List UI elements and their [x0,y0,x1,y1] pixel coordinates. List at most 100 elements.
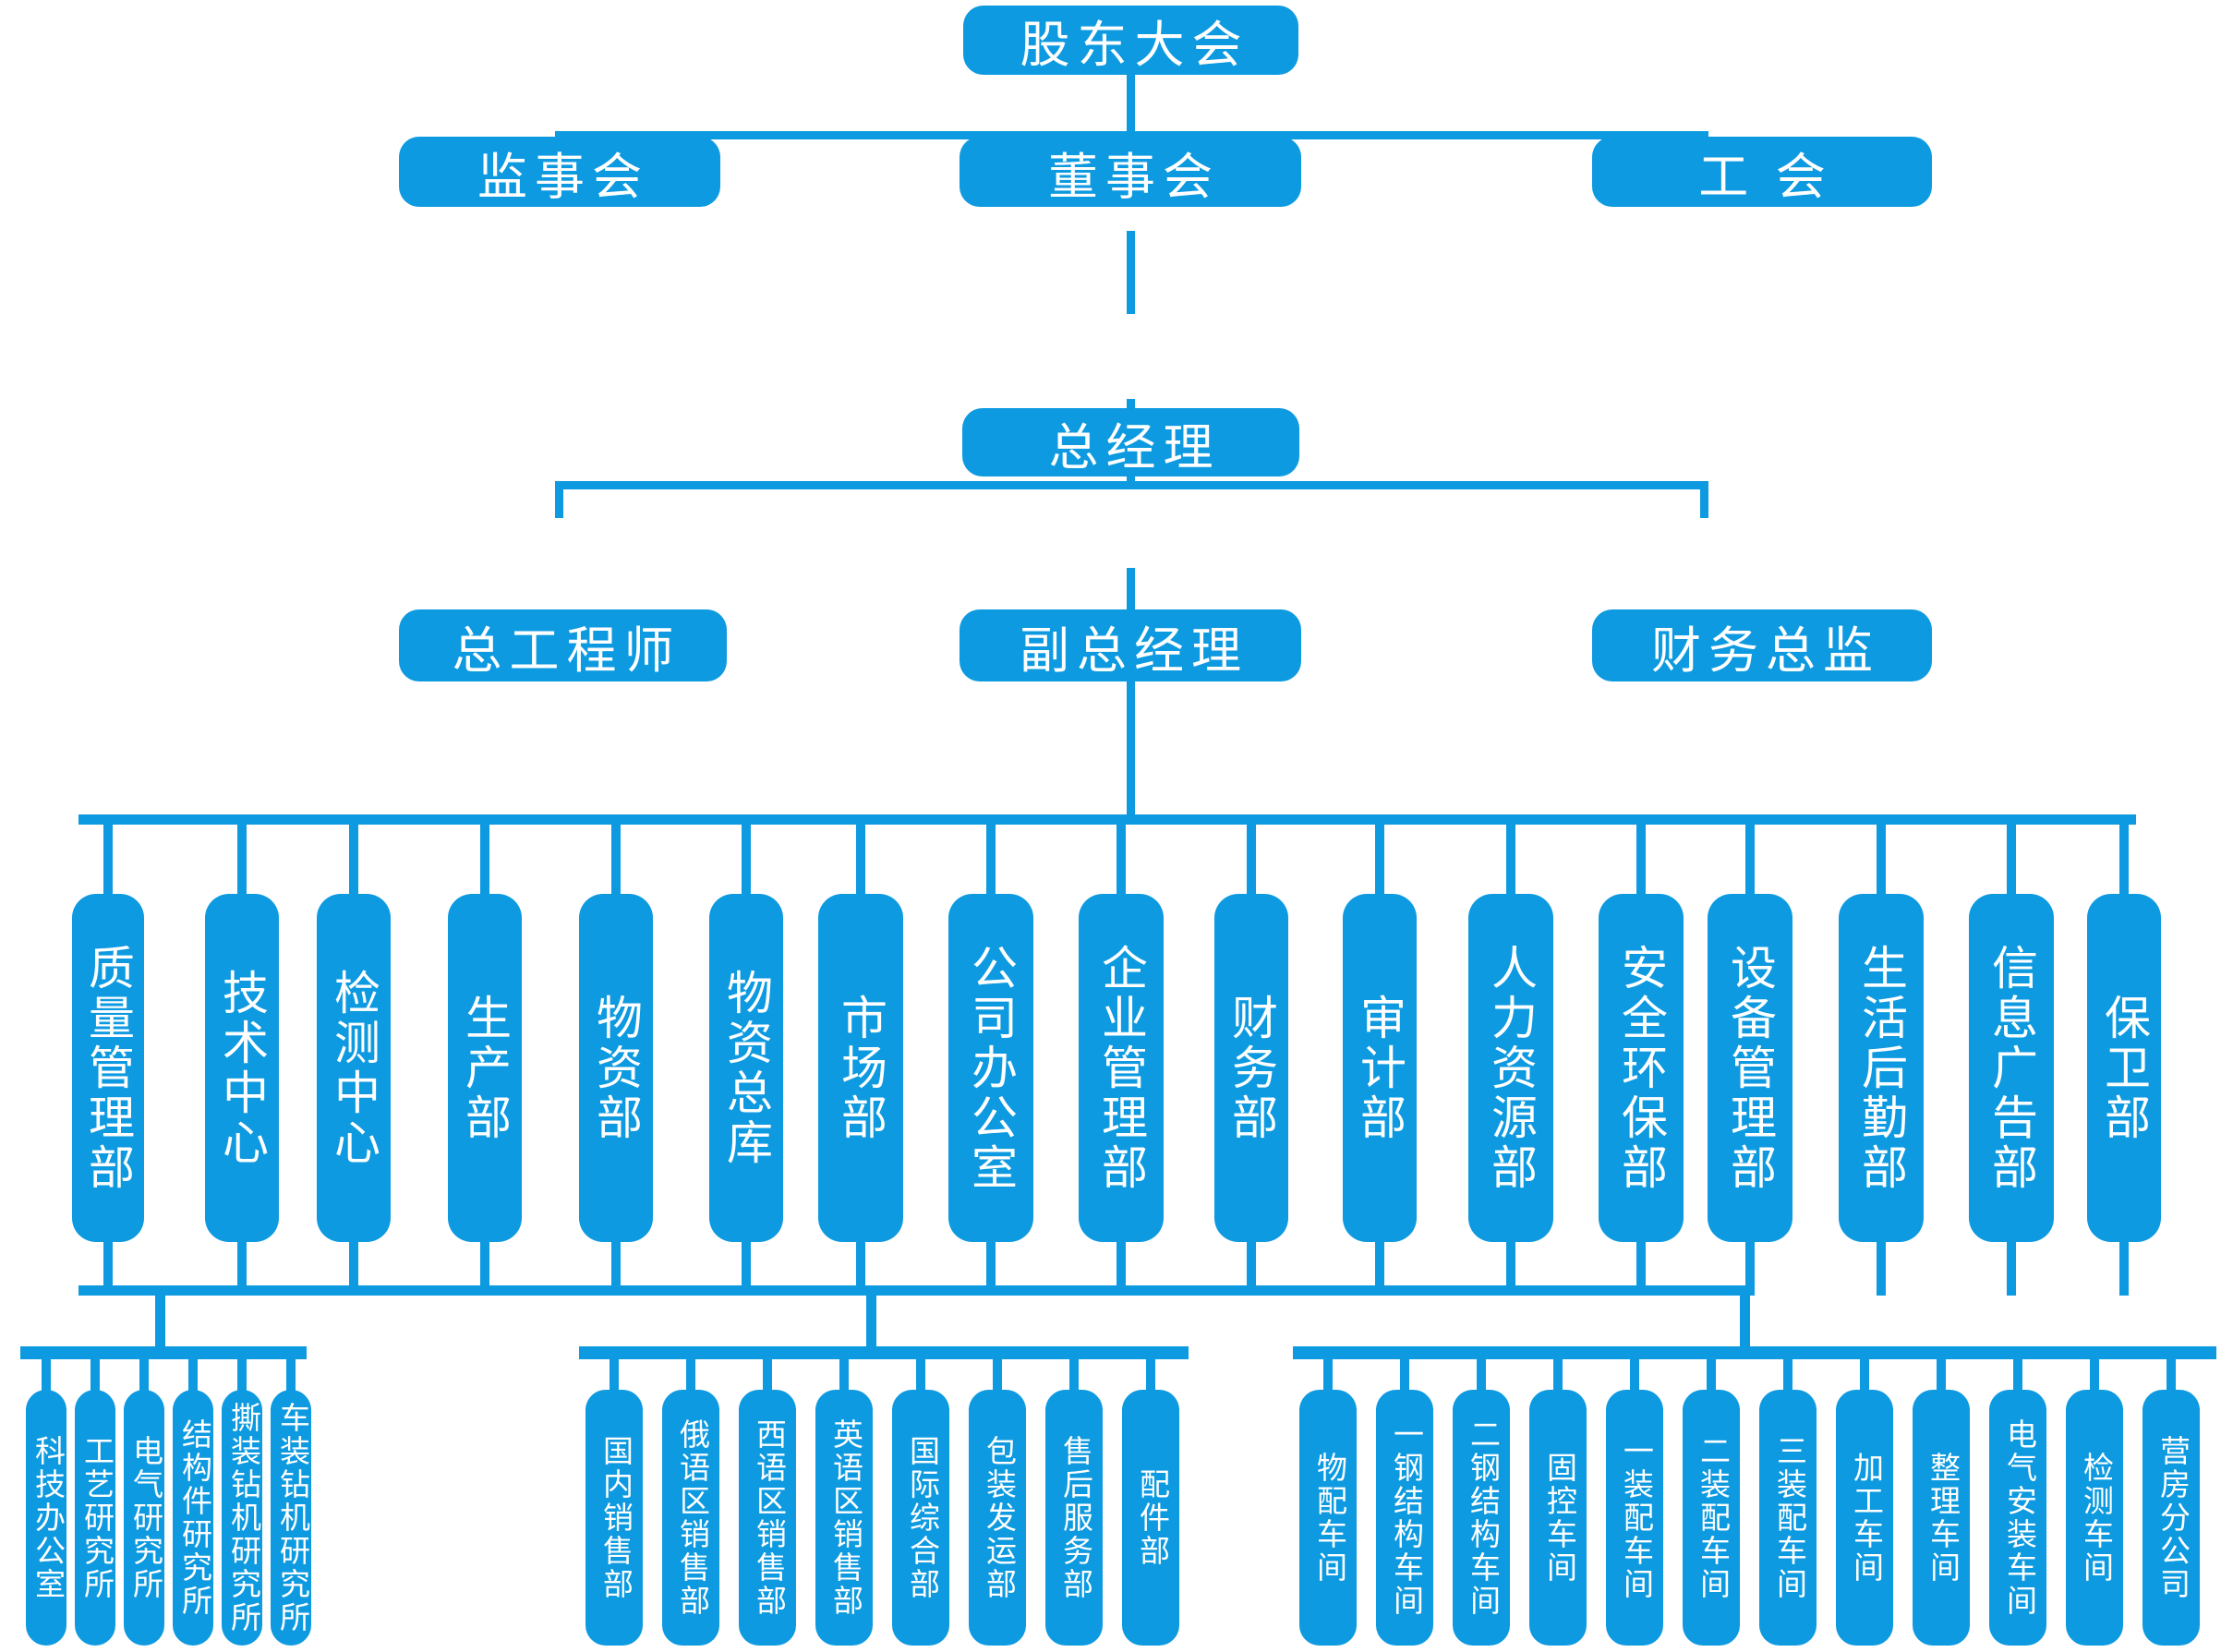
connector-dept-stem-bottom [480,1242,489,1296]
node-department-production[interactable]: 生产部 [448,894,522,1242]
node-russian-sales[interactable]: 俄语区销售部 [662,1390,719,1646]
node-truck-rig-institute[interactable]: 车装钻机研究所 [271,1390,311,1646]
node-after-sales-service[interactable]: 售后服务部 [1045,1390,1103,1646]
node-sci-tech-office[interactable]: 科技办公室 [26,1390,66,1646]
connector-dept-stem-bottom [2007,1242,2016,1296]
connector-dept-stem-top [1636,814,1646,894]
node-department-technology-center[interactable]: 技术中心 [205,894,279,1242]
node-process-institute[interactable]: 工艺研究所 [75,1390,115,1646]
node-department-testing-center[interactable]: 检测中心 [317,894,391,1242]
connector-departments-bus [78,814,2136,825]
connector-dept-stem-bottom [742,1242,751,1296]
connector-dept-stem-top [1745,814,1755,894]
connector-leaf-stem-production [1323,1346,1333,1395]
node-department-audit[interactable]: 审计部 [1343,894,1417,1242]
node-international-general[interactable]: 国际综合部 [892,1390,949,1646]
node-department-equipment-management[interactable]: 设备管理部 [1708,894,1792,1242]
connector-leaf-stem-tech [42,1346,51,1395]
node-department-marketing[interactable]: 市场部 [818,894,903,1242]
connector-tech-group-stem [155,1285,165,1353]
connector-l4-drop-left [555,481,563,518]
node-department-materials[interactable]: 物资部 [579,894,653,1242]
connector-leaf-stem-market [1069,1346,1079,1395]
node-material-distribution-workshop[interactable]: 物配车间 [1299,1390,1357,1646]
connector-dept-stem-bottom [1116,1242,1126,1296]
connector-dept-stem-top [1506,814,1515,894]
connector-production-group-bus [1293,1346,2216,1359]
connector-dept-stem-bottom [1877,1242,1886,1296]
connector-leaf-stem-market [839,1346,849,1395]
node-electrical-institute[interactable]: 电气研究所 [124,1390,164,1646]
node-spare-parts[interactable]: 配件部 [1122,1390,1179,1646]
node-department-enterprise-management[interactable]: 企业管理部 [1079,894,1164,1242]
connector-dept-stem-bottom [237,1242,247,1296]
connector-leaf-stem-market [993,1346,1002,1395]
node-department-security[interactable]: 保卫部 [2087,894,2161,1242]
connector-dept-stem-top [856,814,865,894]
node-domestic-sales[interactable]: 国内销售部 [585,1390,643,1646]
connector-board-to-gm [1127,231,1135,314]
node-department-information-advertising[interactable]: 信息广告部 [1969,894,2054,1242]
connector-dept-stem-top [1247,814,1256,894]
node-electrical-install-workshop[interactable]: 电气安装车间 [1989,1390,2046,1646]
node-skid-rig-institute[interactable]: 撕装钻机研究所 [222,1390,262,1646]
node-spanish-sales[interactable]: 西语区销售部 [739,1390,796,1646]
connector-leaf-stem-tech [286,1346,296,1395]
node-steel-structure-2-workshop[interactable]: 二钢结构车间 [1453,1390,1510,1646]
node-supervisory-board[interactable]: 监事会 [399,137,720,207]
node-chief-engineer[interactable]: 总工程师 [399,609,727,681]
connector-leaf-stem-market [763,1346,772,1395]
connector-leaf-stem-market [610,1346,619,1395]
node-department-safety-environment[interactable]: 安全环保部 [1599,894,1684,1242]
connector-leaf-stem-production [2090,1346,2099,1395]
node-department-living-logistics[interactable]: 生活后勤部 [1839,894,1924,1242]
connector-dept-stem-top [349,814,358,894]
node-structural-parts-institute[interactable]: 结构件研究所 [173,1390,213,1646]
node-shareholders-meeting[interactable]: 股东大会 [963,6,1298,75]
connector-leaf-stem-production [1400,1346,1409,1395]
connector-leaf-stem-market [916,1346,925,1395]
node-assembly-1-workshop[interactable]: 一装配车间 [1606,1390,1663,1646]
connector-dept-stem-bottom [103,1242,113,1296]
node-solids-control-workshop[interactable]: 固控车间 [1529,1390,1587,1646]
connector-dept-stem-bottom [856,1242,865,1296]
connector-l4-drop-right [1700,481,1708,518]
node-cfo[interactable]: 财务总监 [1592,609,1932,681]
connector-dept-stem-top [1375,814,1384,894]
node-department-finance[interactable]: 财务部 [1214,894,1288,1242]
node-general-manager[interactable]: 总经理 [962,408,1299,476]
connector-dept-stem-bottom [1506,1242,1515,1296]
node-assembly-2-workshop[interactable]: 二装配车间 [1683,1390,1740,1646]
node-english-sales[interactable]: 英语区销售部 [815,1390,873,1646]
connector-leaf-stem-production [1630,1346,1639,1395]
node-inspection-workshop[interactable]: 检测车间 [2066,1390,2123,1646]
connector-deputy-stem [1127,568,1135,822]
node-assembly-3-workshop[interactable]: 三装配车间 [1759,1390,1817,1646]
connector-lower-bus [78,1285,1750,1296]
connector-leaf-stem-production [2013,1346,2022,1395]
connector-leaf-stem-production [1783,1346,1792,1395]
node-machining-workshop[interactable]: 加工车间 [1836,1390,1893,1646]
connector-leaf-stem-production [2167,1346,2176,1395]
connector-dept-stem-top [103,814,113,894]
connector-dept-stem-bottom [1636,1242,1646,1296]
node-packaging-shipping[interactable]: 包装发运部 [969,1390,1026,1646]
node-finishing-workshop[interactable]: 整理车间 [1913,1390,1970,1646]
node-department-human-resources[interactable]: 人力资源部 [1468,894,1553,1242]
connector-tech-group-bus [20,1346,307,1359]
node-barracks-branch[interactable]: 营房分公司 [2142,1390,2200,1646]
connector-dept-stem-top [986,814,996,894]
node-department-company-office[interactable]: 公司办公室 [948,894,1033,1242]
node-department-quality-management[interactable]: 质量管理部 [72,894,144,1242]
node-board-of-directors[interactable]: 董事会 [960,137,1301,207]
connector-dept-stem-bottom [986,1242,996,1296]
node-department-materials-warehouse[interactable]: 物资总库 [709,894,783,1242]
connector-production-group-stem [1740,1285,1750,1353]
connector-dept-stem-top [742,814,751,894]
connector-dept-stem-bottom [1247,1242,1256,1296]
node-steel-structure-1-workshop[interactable]: 一钢结构车间 [1376,1390,1433,1646]
connector-dept-stem-bottom [1375,1242,1384,1296]
node-deputy-general-manager[interactable]: 副总经理 [960,609,1301,681]
node-labor-union[interactable]: 工 会 [1592,137,1932,207]
